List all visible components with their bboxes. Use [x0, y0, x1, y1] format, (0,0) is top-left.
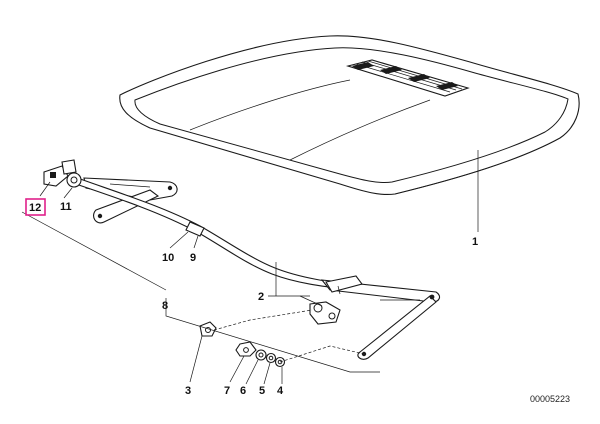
callout-6[interactable]: 6	[240, 385, 246, 397]
callout-9[interactable]: 9	[190, 252, 196, 264]
callout-12[interactable]: 12	[29, 202, 41, 214]
callout-3[interactable]: 3	[185, 385, 191, 397]
callout-2[interactable]: 2	[258, 291, 264, 303]
callout-1[interactable]: 1	[472, 236, 478, 248]
prop-rod	[69, 175, 361, 292]
callout-7[interactable]: 7	[224, 385, 230, 397]
leader-lines	[21, 181, 380, 385]
callout-10[interactable]: 10	[162, 252, 174, 264]
callout-12-highlight-box	[25, 198, 46, 216]
left-hinge	[83, 177, 178, 224]
right-hinge	[320, 275, 441, 360]
document-id: 00005223	[530, 394, 570, 404]
washer-6	[255, 349, 267, 361]
hood-panel	[119, 35, 580, 196]
vent-slats	[352, 60, 463, 93]
callout-5[interactable]: 5	[259, 385, 265, 397]
nut-7	[235, 341, 257, 357]
callout-4[interactable]: 4	[277, 385, 284, 397]
grommet-11	[66, 172, 82, 188]
callout-11[interactable]: 11	[60, 201, 72, 213]
washer-5	[265, 352, 277, 364]
clip-12	[43, 159, 77, 187]
bracket	[309, 301, 341, 325]
callout-8[interactable]: 8	[162, 300, 168, 312]
